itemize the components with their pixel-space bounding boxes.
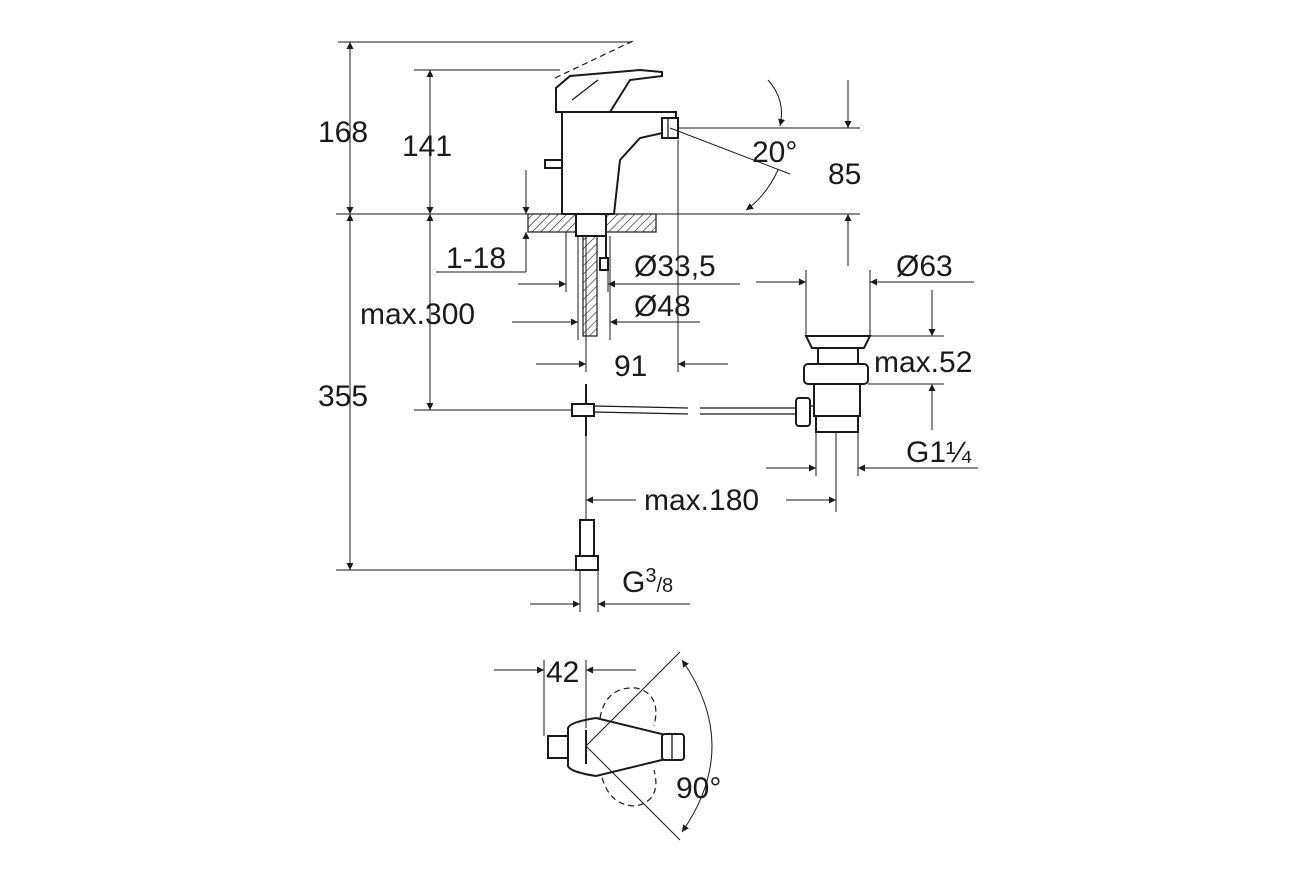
label-141: 141 — [402, 130, 452, 163]
popup-rod — [571, 384, 811, 436]
label-168: 168 — [318, 116, 368, 149]
label-g1-1-4: G1¼ — [906, 436, 972, 469]
label-max300: max.300 — [360, 298, 475, 331]
label-d33-5: Ø33,5 — [634, 250, 716, 283]
label-max52: max.52 — [874, 346, 972, 379]
label-d63: Ø63 — [896, 250, 953, 283]
waste-fitting — [575, 335, 872, 571]
label-g3-8-num: 3 — [645, 565, 656, 587]
dimension-labels: 168 141 20° 85 1-18 Ø33,5 Ø63 max.300 Ø4… — [318, 116, 972, 805]
label-1-18: 1-18 — [446, 242, 506, 275]
label-angle-20: 20° — [752, 136, 797, 169]
label-g3-8-base: G — [622, 566, 645, 599]
label-d48: Ø48 — [634, 290, 691, 323]
label-g3-8: G3/8 — [622, 565, 673, 599]
label-91: 91 — [614, 350, 647, 383]
label-85: 85 — [828, 158, 861, 191]
label-g3-8-den: /8 — [656, 575, 673, 597]
label-355: 355 — [318, 380, 368, 413]
label-max180: max.180 — [644, 484, 759, 517]
faucet-side-view — [527, 39, 679, 337]
label-42: 42 — [546, 656, 579, 689]
faucet-top-view — [494, 651, 713, 841]
dimension-lines — [336, 41, 978, 612]
label-angle-90: 90° — [676, 772, 721, 805]
